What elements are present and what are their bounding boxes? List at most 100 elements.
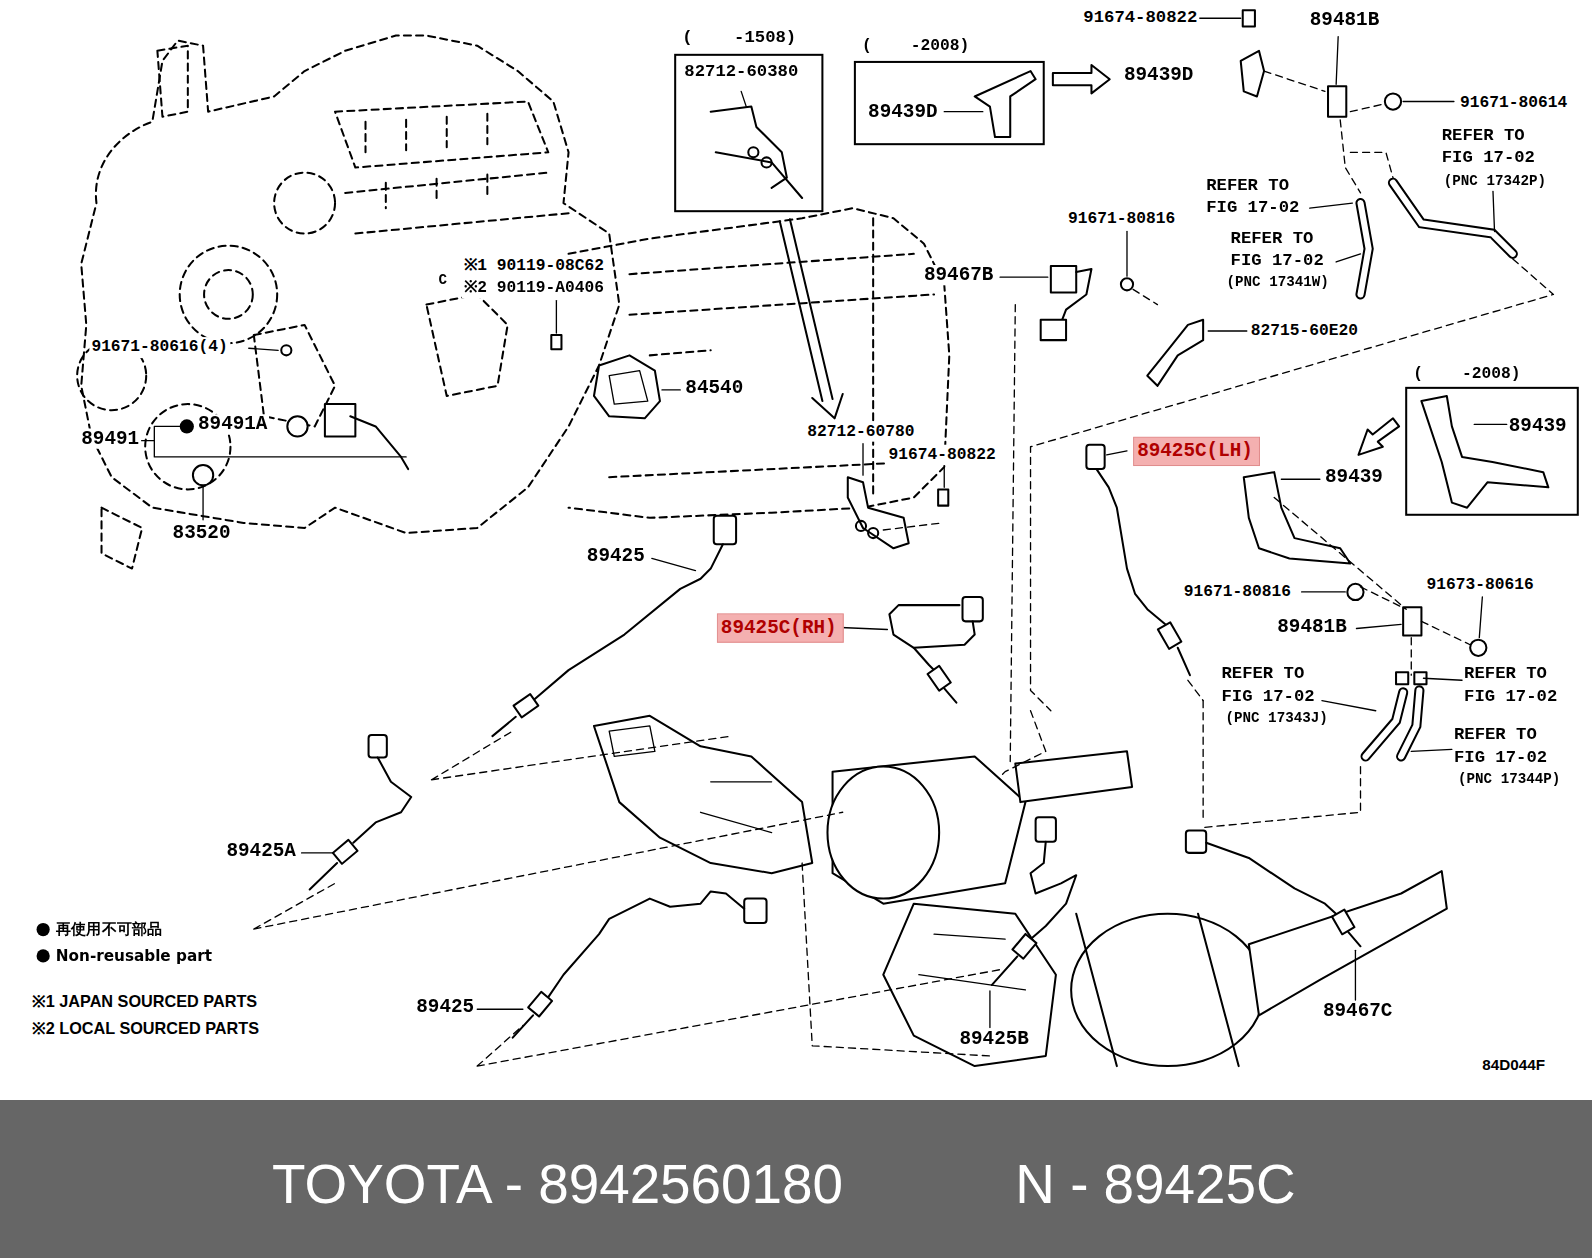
- vacuum-parts-part: [1302, 591, 1346, 592]
- part-title: N - 89425C: [1015, 1152, 1295, 1215]
- note-text: ※2 LOCAL SOURCED PARTS: [30, 1018, 261, 1038]
- date-range: ( -2008): [860, 37, 971, 56]
- callout-number: 91671-80614: [1458, 92, 1569, 112]
- vacuum-parts-part: [1366, 692, 1404, 756]
- vacuum-parts-part: [1393, 183, 1513, 254]
- vacuum-parts-part: [1203, 701, 1360, 828]
- dashed-leaders-part: [1000, 711, 1046, 777]
- sensor-wires-part: [652, 558, 696, 570]
- vacuum-parts-part: [1051, 266, 1076, 292]
- callout-number: ※2 90119-A0406: [462, 278, 606, 298]
- transmission-illustration-part: [569, 208, 950, 518]
- vacuum-parts-part: [1010, 305, 1015, 762]
- callout-number: 89491: [79, 428, 141, 448]
- engine-illustration-part: [426, 294, 507, 396]
- callout-number: ※1 90119-08C62: [462, 256, 606, 276]
- legend-text: 再使用不可部品: [56, 920, 163, 939]
- note-text: ※1 JAPAN SOURCED PARTS: [30, 992, 259, 1012]
- engine-parts-part: [609, 371, 680, 405]
- vacuum-parts-part: [1403, 607, 1421, 635]
- part-number: 82712-60380: [684, 62, 798, 82]
- sensor-wires-part: [1348, 932, 1360, 946]
- vacuum-parts-part: [1041, 320, 1066, 340]
- vacuum-parts-part: [1198, 18, 1241, 19]
- sensor-wires-part: [1107, 451, 1127, 455]
- callout-number: C: [437, 270, 450, 290]
- engine-parts-part: [551, 335, 561, 349]
- sensor-wires-part: [1158, 622, 1181, 648]
- vacuum-parts-part: [1208, 330, 1247, 331]
- engine-illustration-part: [204, 270, 253, 319]
- vacuum-parts-part: [1310, 179, 1495, 262]
- legend-dot: [37, 923, 50, 936]
- engine-parts-part: [202, 487, 203, 519]
- callout-number: 89481B: [1275, 616, 1349, 636]
- vacuum-parts-part: [1347, 584, 1363, 600]
- callout-number: 89467B: [922, 265, 996, 285]
- engine-parts-part: [249, 348, 278, 350]
- callout-number: 91671-80616(4): [89, 337, 230, 357]
- inset-illustrations-part: [1358, 418, 1399, 455]
- sensor-wires-part: [841, 627, 888, 629]
- vacuum-parts-part: [1281, 479, 1320, 480]
- vacuum-parts-part: [1401, 690, 1419, 756]
- inset-box: ( -2008)89439D: [854, 61, 1045, 145]
- inset-illustrations-part: [748, 147, 758, 157]
- exhaust-illustration-part: [1249, 871, 1447, 1015]
- engine-parts-part: [594, 355, 660, 418]
- legend-row: 再使用不可部品: [37, 920, 163, 939]
- sensor-wires-part: [477, 1009, 523, 1010]
- inset-illustrations: [711, 65, 1549, 508]
- sensor-wires-part: [1186, 831, 1206, 853]
- engine-illustration-part: [366, 114, 488, 208]
- reference-note: REFER TO FIG 17-02: [1440, 125, 1546, 170]
- engine-illustration-part: [180, 246, 277, 343]
- legend-row: Non-reusable part: [37, 946, 212, 964]
- engine-parts-part: [938, 489, 948, 505]
- sensor-wires-part: [1097, 469, 1166, 624]
- vacuum-parts-part: [1061, 269, 1091, 323]
- engine-parts-part: [856, 521, 866, 531]
- part-title: TOYOTA - 8942560180: [272, 1152, 843, 1215]
- sensor-wires-part: [514, 694, 539, 717]
- inset-illustrations-part: [741, 91, 746, 106]
- callout-number: 84540: [683, 378, 745, 398]
- engine-illustration-part: [157, 46, 187, 117]
- transmission-illustration: [569, 208, 950, 518]
- dashed-leaders-part: [432, 731, 732, 780]
- inset-illustrations-part: [1474, 424, 1506, 425]
- sensor-wires-part: [528, 992, 552, 1017]
- highlight-box: 89425C(LH): [1133, 437, 1260, 466]
- vacuum-parts-part: [1470, 640, 1486, 656]
- engine-parts-part: [556, 301, 557, 333]
- part-number: 89425C(RH): [721, 617, 837, 639]
- inset-illustrations-part: [1053, 65, 1110, 93]
- callout-number: 89491A: [196, 414, 270, 434]
- callout-number: 91671-80816: [1066, 209, 1177, 229]
- vacuum-parts-part: [1366, 692, 1404, 756]
- engine-illustration-part: [81, 36, 619, 534]
- sensor-wires-part: [1012, 934, 1036, 959]
- engine-parts-part: [848, 477, 909, 548]
- callout-number: 82712-60780: [805, 421, 916, 441]
- sensor-wires-part: [944, 688, 956, 702]
- highlight-box: 89425C(RH): [717, 613, 844, 642]
- vacuum-parts-part: [1403, 101, 1454, 102]
- callout-number: 89425A: [224, 841, 298, 861]
- sensor-wires-part: [546, 891, 744, 1000]
- sensor-wires: [302, 445, 1361, 1038]
- vacuum-parts-part: [1031, 71, 1554, 711]
- engine-parts-part: [868, 528, 878, 538]
- callout-number: 91674-80822: [1081, 8, 1199, 28]
- exhaust-illustration-part: [1076, 914, 1238, 1066]
- legend-text: Non-reusable part: [56, 946, 212, 964]
- callout-number: 89425: [585, 546, 647, 566]
- reference-note: REFER TO FIG 17-02: [1452, 724, 1558, 769]
- callout-number: 82715-60E20: [1249, 321, 1360, 341]
- callout-number: 89481B: [1308, 10, 1382, 30]
- footer-band: TOYOTA - 8942560180 N - 89425C: [0, 1100, 1592, 1258]
- engine-parts-part: [944, 467, 945, 487]
- sensor-wires-part: [1178, 648, 1190, 675]
- vacuum-parts-part: [1147, 320, 1203, 386]
- note-text: 84D044F: [1480, 1055, 1547, 1075]
